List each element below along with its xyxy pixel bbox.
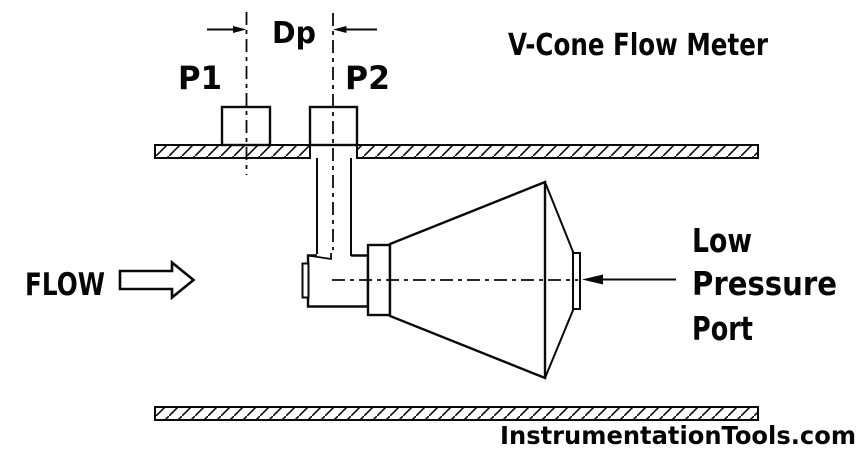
elbow-nose-flange (301, 262, 310, 299)
elbow-weld-joint (307, 253, 332, 261)
low-pressure-port-label: Low Pressure Port (692, 221, 837, 348)
pipe-wall-bottom (154, 406, 759, 421)
low-pressure-arrowhead (582, 274, 603, 285)
pipe-wall-top-right (356, 144, 759, 159)
pipe-wall-top-left (154, 144, 311, 159)
cone-tail-edges (544, 181, 575, 379)
dp-dimension-arrowhead-left (233, 26, 247, 33)
low-pressure-port-label-line2: Pressure (692, 264, 837, 303)
flow-direction-arrow-icon (118, 259, 196, 301)
p2-tube (316, 158, 352, 256)
low-pressure-port-label-line1: Low (692, 221, 752, 260)
diagram-title: V-Cone Flow Meter (508, 28, 768, 63)
watermark-text: InstrumentationTools.com (500, 421, 856, 450)
p2-boss-wall-penetration (309, 145, 358, 158)
dp-label: Dp (272, 16, 316, 51)
dp-dimension-arrowhead-right (333, 26, 347, 33)
elbow-body-fill (308, 256, 368, 307)
p2-label: P2 (345, 59, 390, 97)
low-pressure-port-face (572, 252, 581, 310)
p1-label: P1 (178, 59, 222, 97)
low-pressure-port-label-line3: Port (692, 309, 753, 348)
flow-label: FLOW (25, 267, 105, 303)
